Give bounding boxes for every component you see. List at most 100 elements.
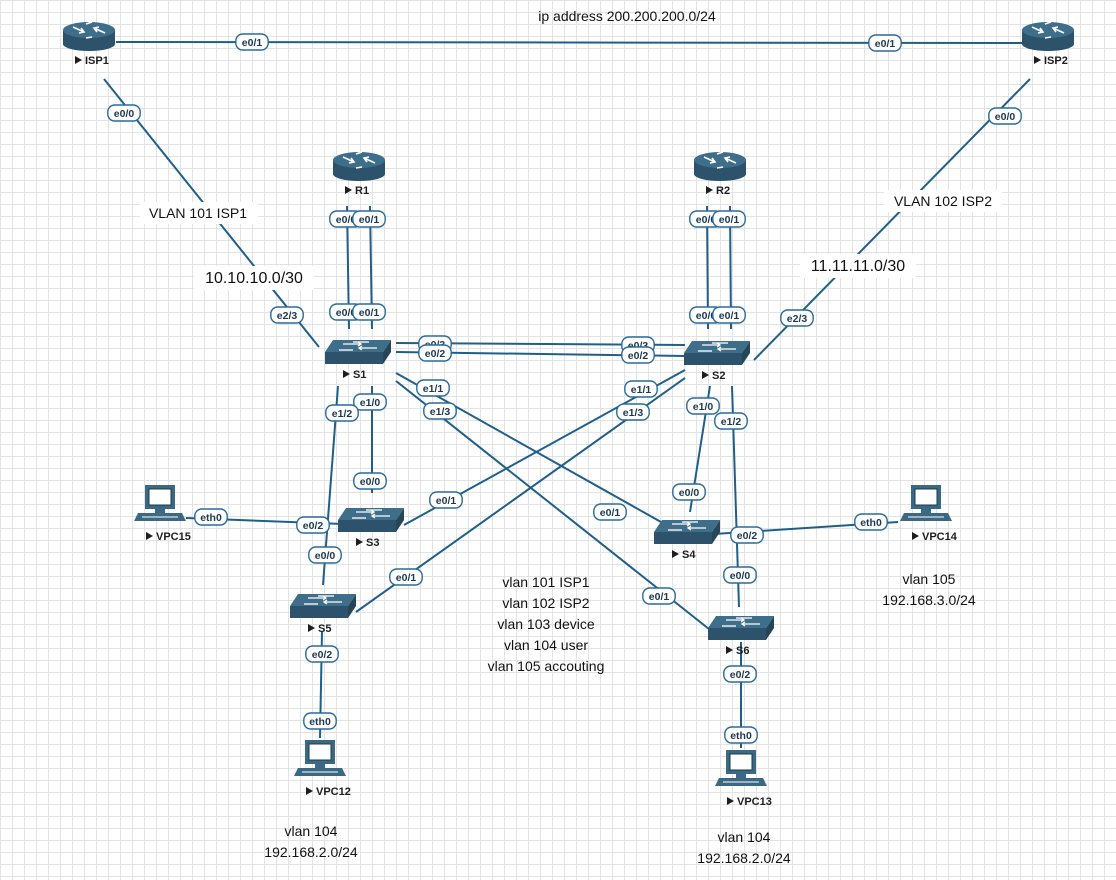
svg-text:e0/0: e0/0 [995, 111, 1016, 123]
svg-text:e1/2: e1/2 [721, 416, 742, 428]
port-label-isp1: e0/0 [107, 104, 141, 122]
svg-text:e0/2: e0/2 [425, 348, 446, 360]
vlan102-isp2-note: VLAN 102 ISP2 [894, 193, 992, 209]
pc-icon [900, 485, 952, 521]
port-label-r1: e0/1 [352, 210, 386, 228]
svg-text:e1/1: e1/1 [423, 383, 444, 395]
svg-text:eth0: eth0 [860, 517, 882, 529]
device-label: S4 [682, 549, 696, 561]
port-label-s6: e0/0 [723, 566, 757, 584]
pc-vpc12[interactable]: VPC12 [294, 740, 351, 798]
switch-s2[interactable]: S2 [684, 341, 750, 382]
device-label: R1 [355, 185, 369, 197]
svg-text:e0/1: e0/1 [649, 591, 670, 603]
port-label-s1: e0/2 [418, 344, 452, 362]
pc-vpc14[interactable]: VPC14 [900, 485, 958, 543]
play-icon [706, 186, 713, 194]
play-icon [345, 186, 352, 194]
svg-text:e0/2: e0/2 [628, 350, 649, 362]
legend-line: vlan 105 accouting [488, 658, 605, 674]
svg-text:e0/1: e0/1 [719, 310, 740, 322]
port-label-s4: e0/0 [672, 483, 706, 501]
legend-line: vlan 102 ISP2 [502, 595, 589, 611]
device-label: S5 [318, 623, 331, 635]
router-isp1[interactable]: ISP1 [63, 21, 115, 67]
legend-line: vlan 104 user [504, 637, 588, 653]
switch-s1[interactable]: S1 [325, 340, 391, 381]
legend-line: vlan 103 device [497, 616, 595, 632]
port-label-vpc12: eth0 [303, 712, 337, 730]
svg-text:e0/1: e0/1 [436, 495, 457, 507]
switch-s6[interactable]: S6 [708, 616, 774, 657]
router-r2[interactable]: R2 [694, 151, 746, 197]
port-label-r2: e0/1 [712, 210, 746, 228]
router-icon [63, 21, 115, 51]
svg-text:e2/3: e2/3 [277, 310, 298, 322]
svg-text:e1/0: e1/0 [360, 397, 381, 409]
port-label-isp2: e0/0 [988, 107, 1022, 125]
svg-text:eth0: eth0 [200, 512, 222, 524]
port-label-s2: e1/0 [686, 397, 720, 415]
device-label: S3 [366, 537, 379, 549]
device-label: VPC14 [922, 531, 958, 543]
port-label-s6: e0/2 [723, 665, 757, 683]
vpc14-vlan-note: vlan 105 [903, 571, 956, 587]
pc-vpc13[interactable]: VPC13 [715, 750, 772, 808]
play-icon [727, 797, 734, 805]
port-label-s5: e0/0 [308, 546, 342, 564]
switch-icon [654, 520, 720, 544]
device-label: S2 [712, 370, 725, 382]
svg-text:e0/0: e0/0 [360, 476, 381, 488]
vpc13-net-note: 192.168.2.0/24 [697, 850, 791, 866]
vlan101-isp1-note: VLAN 101 ISP1 [149, 205, 247, 221]
switch-s3[interactable]: S3 [338, 508, 404, 549]
port-label-s2: e1/3 [616, 403, 650, 421]
svg-text:e0/1: e0/1 [242, 37, 263, 49]
vpc13-vlan-note: vlan 104 [718, 829, 771, 845]
device-label: ISP2 [1044, 55, 1068, 67]
device-label: ISP1 [85, 55, 109, 67]
vpc12-net-note: 192.168.2.0/24 [264, 844, 358, 860]
pc-vpc15[interactable]: VPC15 [134, 485, 191, 543]
play-icon [75, 56, 82, 64]
switch-s4[interactable]: S4 [654, 520, 720, 561]
svg-text:e1/2: e1/2 [332, 408, 353, 420]
router-r1[interactable]: R1 [333, 151, 385, 197]
svg-text:e0/1: e0/1 [875, 38, 896, 50]
device-label: VPC15 [156, 531, 191, 543]
svg-text:e0/0: e0/0 [696, 310, 717, 322]
svg-text:e0/1: e0/1 [359, 307, 380, 319]
pc-icon [294, 740, 346, 776]
svg-text:e0/2: e0/2 [730, 669, 751, 681]
link-s1-s4 [395, 372, 662, 523]
port-label-s5: e0/1 [389, 568, 423, 586]
play-icon [308, 624, 315, 632]
svg-text:e0/2: e0/2 [737, 530, 758, 542]
svg-text:eth0: eth0 [309, 716, 331, 728]
port-label-s1: e1/1 [416, 379, 450, 397]
play-icon [146, 532, 153, 540]
switch-icon [338, 508, 404, 532]
device-label: R2 [716, 185, 730, 197]
svg-text:e0/0: e0/0 [679, 487, 700, 499]
port-label-s4: e0/1 [593, 503, 627, 521]
port-label-s2: e0/2 [621, 346, 655, 364]
svg-text:e0/0: e0/0 [696, 214, 717, 226]
port-label-s5: e0/2 [305, 645, 339, 663]
router-icon [1022, 21, 1074, 51]
router-isp2[interactable]: ISP2 [1022, 21, 1074, 67]
svg-text:e0/0: e0/0 [114, 108, 135, 120]
port-label-isp2: e0/1 [868, 34, 902, 52]
port-label-s4: e0/2 [730, 526, 764, 544]
switch-s5[interactable]: S5 [290, 594, 356, 635]
svg-text:e0/1: e0/1 [600, 507, 621, 519]
port-label-s2: e0/1 [712, 306, 746, 324]
port-label-s3: e0/0 [353, 472, 387, 490]
svg-text:e0/1: e0/1 [396, 572, 417, 584]
switch-icon [708, 616, 774, 640]
ip-address-note: ip address 200.200.200.0/24 [538, 8, 716, 24]
svg-text:e0/0: e0/0 [336, 307, 357, 319]
port-label-s2: e1/2 [714, 412, 748, 430]
pc-icon [715, 750, 767, 786]
port-label-s3: e0/1 [429, 491, 463, 509]
